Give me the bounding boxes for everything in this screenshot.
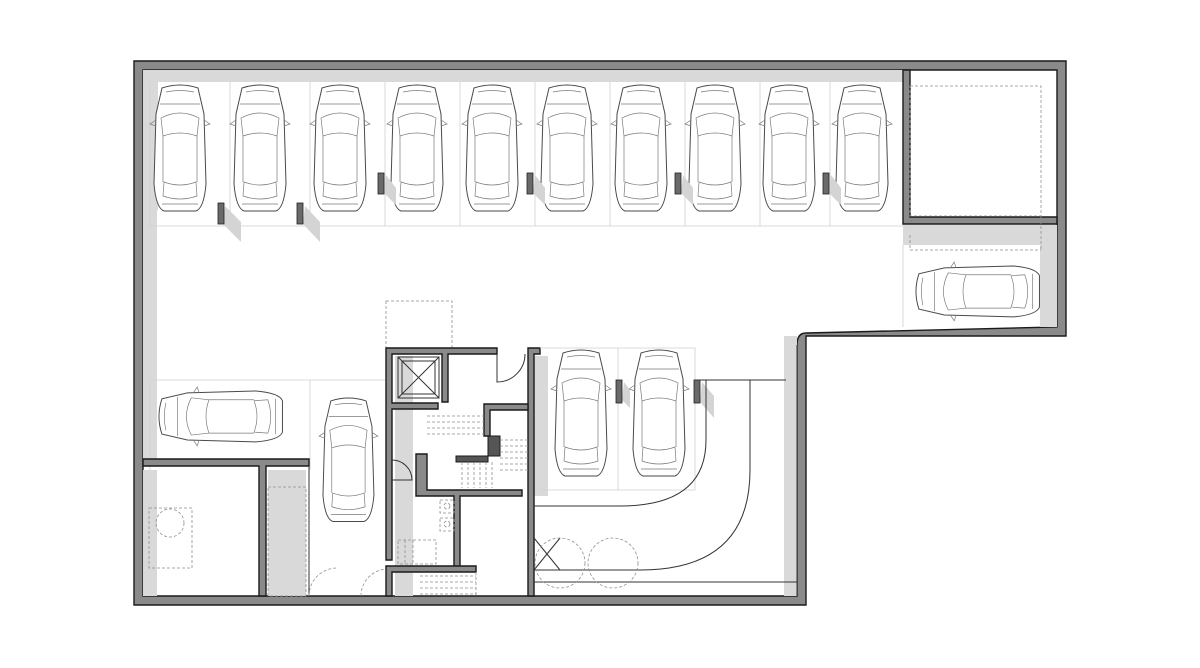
car-top-view-icon: [229, 84, 291, 212]
pillar-icon: [377, 172, 385, 195]
wall-shadows: [143, 70, 1057, 596]
door-swing-icon: [496, 353, 526, 383]
car-top-view-icon: [149, 84, 211, 212]
bottom-left-rooms: [142, 458, 389, 597]
car-top-view-icon: [610, 84, 672, 212]
car-top-view-icon: [461, 84, 523, 212]
car-top-view-icon: [550, 349, 612, 477]
top-row-cars: [149, 84, 893, 212]
right-side-car: [916, 262, 1039, 321]
pillar-icon: [217, 202, 225, 225]
top-parking-stalls: [149, 82, 905, 227]
pillar-icon: [822, 172, 830, 195]
ramp: [533, 345, 798, 596]
pillar-icon: [296, 202, 304, 225]
pillar-icon: [615, 379, 623, 404]
top-row-pillars: [217, 172, 841, 242]
car-top-view-icon: [916, 262, 1039, 321]
pillar-icon: [674, 172, 682, 195]
car-top-view-icon: [159, 387, 282, 446]
door-swing-icon: [391, 459, 413, 481]
car-top-view-icon: [758, 84, 820, 212]
car-top-view-icon: [536, 84, 598, 212]
pillar-icon: [526, 172, 534, 195]
elevator-icon: [397, 356, 440, 399]
ramp-icon: [534, 380, 707, 507]
pillar-icon: [693, 379, 701, 404]
car-top-view-icon: [628, 349, 690, 477]
stair-icon: [427, 415, 528, 488]
left-side-cars: [149, 379, 385, 522]
middle-row-cars: [540, 347, 714, 491]
car-top-view-icon: [684, 84, 746, 212]
car-top-view-icon: [309, 84, 371, 212]
top-right-room: [902, 69, 1058, 327]
car-top-view-icon: [318, 397, 379, 522]
